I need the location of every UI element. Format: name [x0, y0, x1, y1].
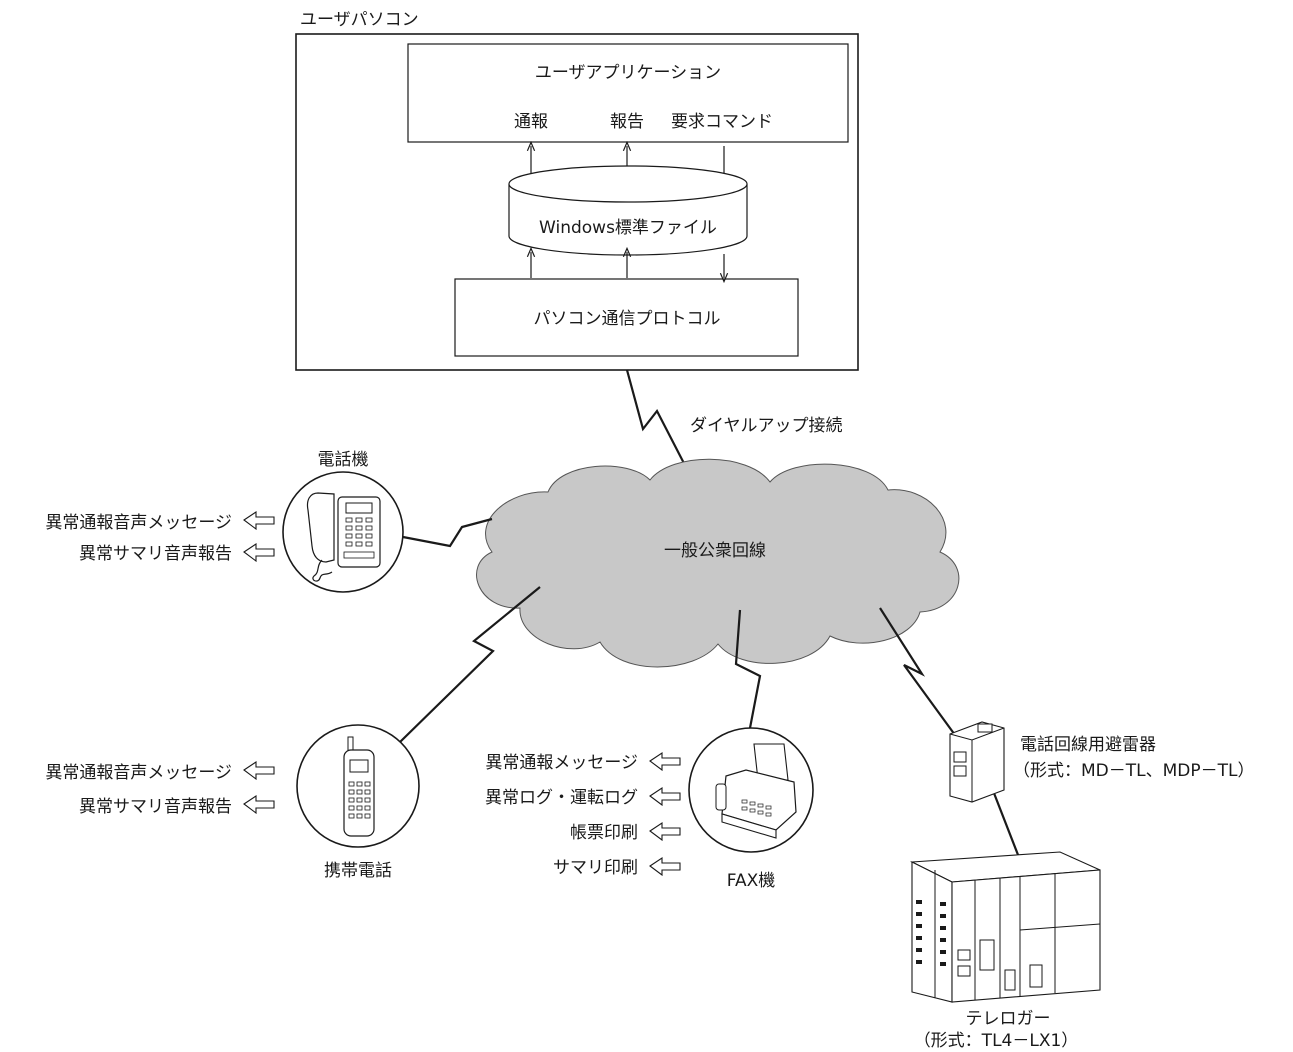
windows-file-cylinder [508, 165, 748, 256]
surge-arrester-icon [949, 721, 1005, 803]
outline-arrow-icon [649, 856, 681, 877]
telephone-output-1: 異常通報音声メッセージ [45, 513, 232, 533]
mobile-output-1: 異常通報音声メッセージ [45, 763, 232, 783]
telelogger-label: テレロガー [966, 1009, 1051, 1029]
public-network-label: 一般公衆回線 [664, 541, 766, 561]
fax-output-4: サマリ印刷 [553, 858, 638, 878]
telephone-output-2: 異常サマリ音声報告 [79, 544, 232, 564]
fax-output-3: 帳票印刷 [570, 823, 638, 843]
outline-arrow-icon [243, 760, 275, 781]
outline-arrow-icon [243, 510, 275, 531]
telephone-line [402, 517, 493, 548]
port-request-command: 要求コマンド [671, 112, 773, 132]
outline-arrow-icon [649, 751, 681, 772]
port-notify: 通報 [514, 112, 548, 132]
windows-file-label: Windows標準ファイル [539, 218, 717, 238]
pc-protocol-label: パソコン通信プロトコル [534, 309, 721, 329]
fax-line [734, 609, 762, 729]
mobile-label: 携帯電話 [324, 861, 392, 881]
outline-arrow-icon [243, 542, 275, 563]
mobile-output-2: 異常サマリ音声報告 [79, 797, 232, 817]
user-application-title: ユーザアプリケーション [535, 63, 721, 83]
dialup-label: ダイヤルアップ接続 [690, 416, 843, 436]
arrester-label: 電話回線用避雷器 [1020, 735, 1156, 755]
user-pc-title: ユーザパソコン [300, 10, 419, 30]
arrester-line [879, 607, 956, 736]
telephone-icon [306, 492, 381, 582]
outline-arrow-icon [649, 821, 681, 842]
outline-arrow-icon [243, 794, 275, 815]
public-network-cloud [476, 458, 960, 668]
user-pc-box [295, 33, 859, 371]
fax-icon [715, 743, 797, 839]
outline-arrow-icon [649, 786, 681, 807]
mobile-line [399, 586, 541, 743]
fax-output-2: 異常ログ・運転ログ [485, 788, 638, 808]
mobile-phone-icon [343, 736, 375, 837]
telelogger-icon [909, 851, 1101, 1003]
telelogger-model: （形式：TL4－LX1） [914, 1031, 1079, 1051]
fax-label: FAX機 [727, 871, 776, 891]
telephone-label: 電話機 [318, 450, 369, 470]
fax-output-1: 異常通報メッセージ [485, 753, 638, 773]
port-report: 報告 [610, 112, 644, 132]
pc-protocol-box [454, 278, 799, 357]
arrester-model: （形式：MD－TL、MDP－TL） [1013, 761, 1254, 781]
dialup-line [625, 369, 691, 476]
